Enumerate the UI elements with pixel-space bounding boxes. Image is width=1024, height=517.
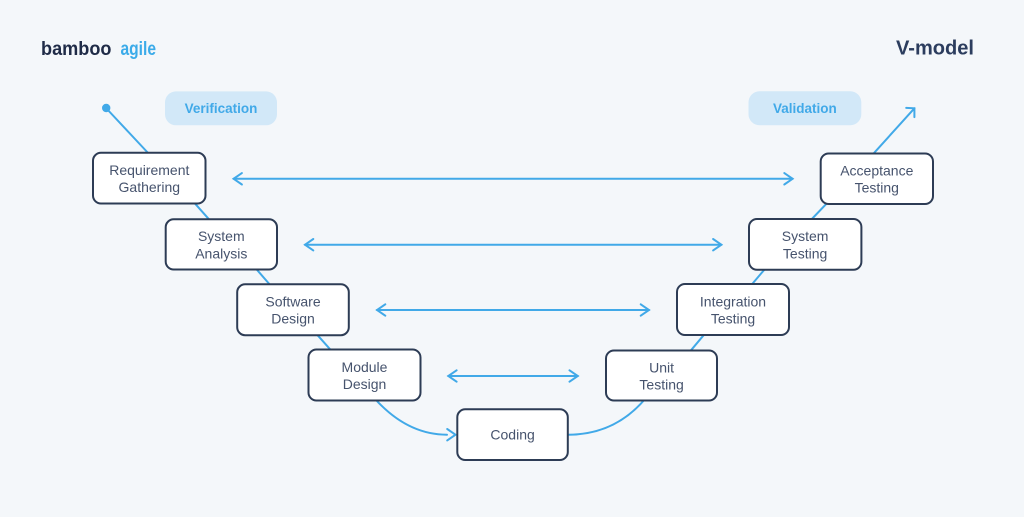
svg-text:Analysis: Analysis [195,245,247,261]
svg-text:Acceptance: Acceptance [840,163,913,179]
svg-text:Testing: Testing [855,180,899,196]
svg-text:Integration: Integration [700,293,766,309]
svg-text:bamboo: bamboo [41,38,112,60]
svg-text:Design: Design [343,376,387,392]
svg-text:Unit: Unit [649,359,674,375]
svg-text:System: System [782,228,829,244]
svg-text:Requirement: Requirement [109,162,189,178]
svg-text:Testing: Testing [783,245,827,261]
svg-text:Gathering: Gathering [119,179,180,195]
svg-text:Software: Software [265,294,320,310]
svg-text:V-model: V-model [896,38,974,60]
svg-text:agile: agile [121,38,157,60]
svg-text:Design: Design [271,311,315,327]
svg-text:Testing: Testing [639,376,683,392]
svg-text:Testing: Testing [711,310,755,326]
svg-text:System: System [198,228,245,244]
svg-text:Verification: Verification [185,101,258,116]
svg-text:Coding: Coding [490,427,534,443]
svg-text:Module: Module [342,359,388,375]
svg-text:Validation: Validation [773,101,837,116]
